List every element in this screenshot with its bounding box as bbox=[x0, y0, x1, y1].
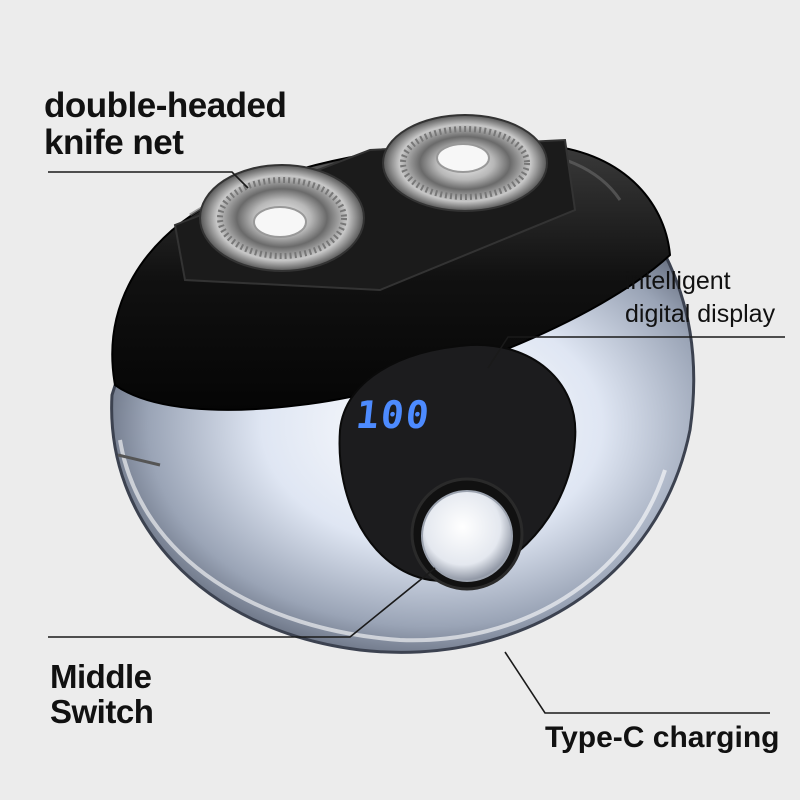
callout-switch bbox=[48, 567, 436, 638]
callout-display bbox=[487, 336, 785, 369]
callout-typec bbox=[504, 651, 770, 714]
middle-switch-button bbox=[410, 477, 524, 591]
label-knife-net: double-headed knife net bbox=[44, 86, 287, 162]
label-knife-net-line2: knife net bbox=[44, 122, 184, 162]
callout-knife-net bbox=[48, 171, 249, 189]
label-type-c-charging: Type-C charging bbox=[545, 722, 779, 754]
callout-lines bbox=[48, 171, 785, 714]
shaving-head-left bbox=[199, 164, 365, 272]
label-display-line1: intelligent bbox=[625, 267, 731, 295]
label-knife-net-line1: double-headed bbox=[44, 86, 287, 125]
label-switch-line2: Switch bbox=[50, 692, 154, 730]
battery-readout: 100 bbox=[354, 393, 433, 437]
label-digital-display: intelligent digital display bbox=[625, 265, 775, 332]
label-middle-switch: Middle Switch bbox=[50, 658, 154, 730]
label-typec-text: Type-C charging bbox=[545, 721, 780, 754]
shaving-head-right bbox=[382, 114, 548, 212]
label-display-line2: digital display bbox=[625, 300, 776, 329]
label-switch-line1: Middle bbox=[50, 658, 152, 695]
